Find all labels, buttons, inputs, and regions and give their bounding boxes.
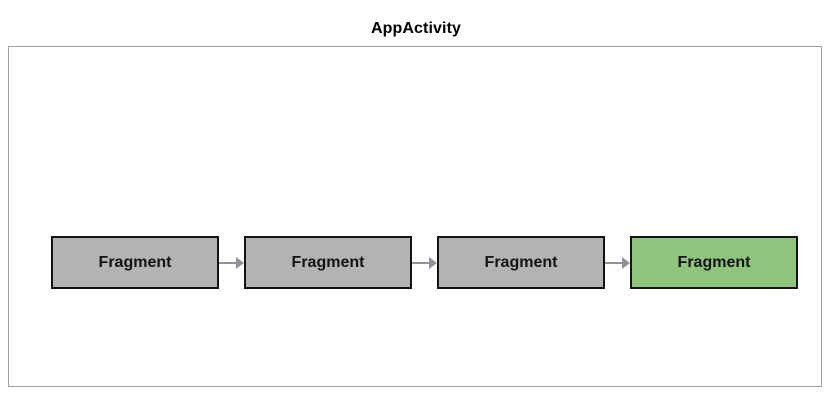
fragment-node-2[interactable]: Fragment xyxy=(244,236,412,289)
arrow-right-icon-1 xyxy=(219,256,244,269)
fragment-node-4-label: Fragment xyxy=(677,253,751,271)
arrow-head xyxy=(622,256,630,269)
fragment-flow-row: Fragment Fragment Fragment Fragm xyxy=(51,236,798,289)
activity-container: Fragment Fragment Fragment Fragm xyxy=(8,46,822,387)
arrow-line xyxy=(412,261,430,264)
fragment-node-2-label: Fragment xyxy=(291,253,365,271)
page-title: AppActivity xyxy=(371,20,461,37)
fragment-node-4[interactable]: Fragment xyxy=(630,236,798,289)
arrow-head xyxy=(236,256,244,269)
fragment-node-1-label: Fragment xyxy=(98,253,172,271)
arrow-line xyxy=(605,261,623,264)
arrow-line xyxy=(219,261,237,264)
arrow-head xyxy=(429,256,437,269)
arrow-right-icon-2 xyxy=(412,256,437,269)
fragment-node-1[interactable]: Fragment xyxy=(51,236,219,289)
fragment-node-3[interactable]: Fragment xyxy=(437,236,605,289)
arrow-right-icon-3 xyxy=(605,256,630,269)
fragment-node-3-label: Fragment xyxy=(484,253,558,271)
